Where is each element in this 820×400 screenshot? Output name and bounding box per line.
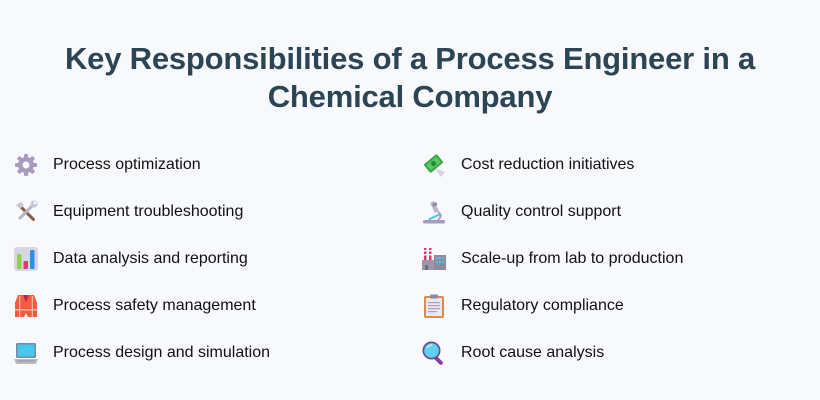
gear-icon (13, 152, 39, 178)
responsibilities-column-left: Process optimization Equipment troublesh… (13, 141, 270, 376)
safety-vest-icon (13, 293, 39, 319)
list-item: Regulatory compliance (421, 282, 683, 329)
list-item: Process safety management (13, 282, 270, 329)
item-label: Cost reduction initiatives (461, 155, 635, 173)
responsibilities-column-right: Cost reduction initiatives Quality contr… (421, 141, 683, 376)
magnifying-glass-icon (421, 340, 447, 366)
list-item: Cost reduction initiatives (421, 141, 683, 188)
item-label: Data analysis and reporting (53, 249, 248, 267)
list-item: Equipment troubleshooting (13, 188, 270, 235)
microscope-icon (421, 199, 447, 225)
list-item: Data analysis and reporting (13, 235, 270, 282)
list-item: Scale-up from lab to production (421, 235, 683, 282)
page-title: Key Responsibilities of a Process Engine… (64, 41, 756, 114)
item-label: Quality control support (461, 202, 622, 220)
item-label: Regulatory compliance (461, 296, 624, 314)
money-with-wings-icon (421, 152, 447, 178)
factory-icon (421, 246, 447, 272)
item-label: Equipment troubleshooting (53, 202, 244, 220)
item-label: Process design and simulation (53, 343, 271, 361)
list-item: Process design and simulation (13, 329, 270, 376)
list-item: Root cause analysis (421, 329, 683, 376)
list-item: Quality control support (421, 188, 683, 235)
list-item: Process optimization (13, 141, 270, 188)
hammer-and-wrench-icon (13, 199, 39, 225)
laptop-icon (13, 340, 39, 366)
item-label: Root cause analysis (461, 343, 605, 361)
item-label: Process optimization (53, 155, 201, 173)
clipboard-icon (421, 293, 447, 319)
item-label: Process safety management (53, 296, 256, 314)
item-label: Scale-up from lab to production (461, 249, 684, 267)
bar-chart-icon (13, 246, 39, 272)
